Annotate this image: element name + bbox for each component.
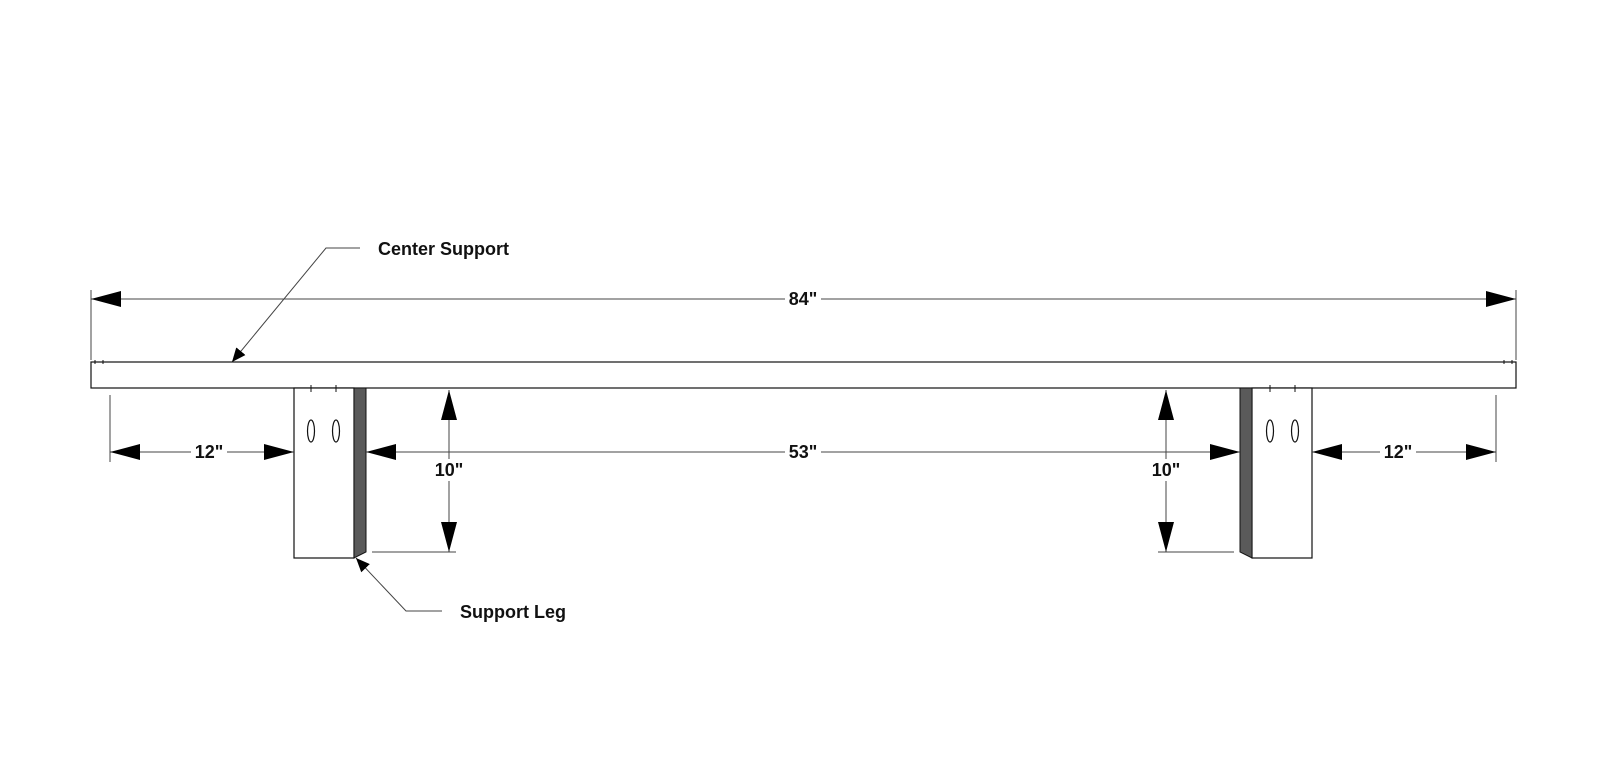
dimension-right-overhang: 12" bbox=[1312, 441, 1496, 463]
dimension-right-leg-height: 10" bbox=[1148, 390, 1184, 552]
dimension-label-overall: 84" bbox=[789, 289, 818, 309]
board-end-ticks bbox=[94, 360, 1513, 364]
left-support-leg bbox=[293, 385, 367, 559]
dimension-left-overhang: 12" bbox=[110, 441, 294, 463]
dimension-between-legs: 53" bbox=[366, 441, 1240, 463]
dimension-left-leg-height: 10" bbox=[431, 390, 467, 552]
dimension-label-between-legs: 53" bbox=[789, 442, 818, 462]
extension-lines bbox=[90, 290, 1517, 553]
callout-label-center-support: Center Support bbox=[378, 239, 509, 259]
dimension-label-left-overhang: 12" bbox=[195, 442, 224, 462]
callout-support-leg: Support Leg bbox=[355, 557, 566, 622]
right-leg-bolt-hole-1 bbox=[1265, 419, 1275, 443]
right-support-leg bbox=[1239, 385, 1313, 559]
right-leg-bolt-hole-2 bbox=[1290, 419, 1300, 443]
dimension-label-right-overhang: 12" bbox=[1384, 442, 1413, 462]
dimension-label-right-leg-height: 10" bbox=[1152, 460, 1181, 480]
callout-label-support-leg: Support Leg bbox=[460, 602, 566, 622]
left-leg-bolt-hole-2 bbox=[331, 419, 341, 443]
left-leg-bolt-hole-1 bbox=[306, 419, 316, 443]
dimension-overall-length: 84" bbox=[91, 288, 1516, 310]
center-support-board bbox=[90, 361, 1517, 389]
dimension-label-left-leg-height: 10" bbox=[435, 460, 464, 480]
callout-center-support: Center Support bbox=[231, 239, 509, 363]
